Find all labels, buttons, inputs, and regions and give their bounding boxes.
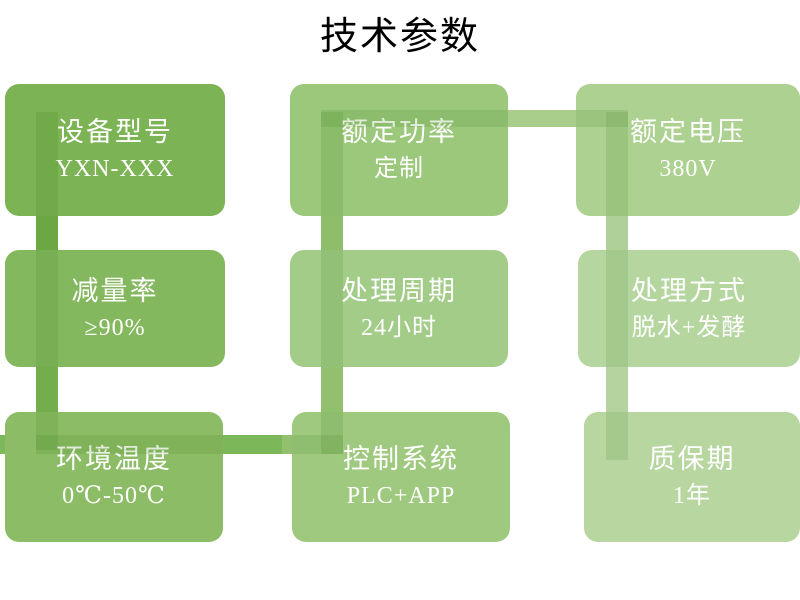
node-label: 环境温度 (56, 444, 172, 474)
node-value: 脱水+发酵 (631, 314, 747, 341)
connector-vertical-col2-row2-row3 (321, 352, 343, 418)
node-value: 24小时 (361, 314, 437, 341)
node-control-system[interactable]: 控制系统 PLC+APP (292, 412, 510, 542)
connector-stub-row3-mid-left (282, 435, 294, 454)
node-label: 处理周期 (341, 275, 457, 306)
node-rated-power[interactable]: 额定功率 定制 (290, 84, 508, 216)
node-label: 处理方式 (631, 275, 747, 306)
node-value: 380V (659, 156, 717, 182)
connector-vertical-col1-row2-row3 (36, 352, 58, 418)
connector-horizontal-row3-col1-col2 (216, 435, 302, 454)
node-value: YXN-XXX (55, 156, 175, 182)
node-value: 0℃-50℃ (62, 483, 166, 509)
node-reduction-rate[interactable]: 减量率 ≥90% (5, 250, 225, 367)
page-title: 技术参数 (319, 16, 480, 58)
node-treatment-cycle[interactable]: 处理周期 24小时 (290, 250, 508, 367)
node-ambient-temperature[interactable]: 环境温度 0℃-50℃ (5, 412, 223, 542)
connector-stub-row3-left (0, 435, 8, 454)
node-label: 控制系统 (343, 444, 459, 474)
node-value: ≥90% (84, 314, 146, 341)
node-warranty-period[interactable]: 质保期 1年 (584, 412, 800, 542)
node-treatment-method[interactable]: 处理方式 脱水+发酵 (578, 250, 800, 367)
node-label: 额定电压 (630, 117, 746, 147)
node-value: 定制 (374, 156, 424, 182)
node-label: 额定功率 (341, 117, 457, 147)
connector-vertical-col3-row2-row3 (606, 352, 628, 418)
connector-horizontal-row1-col2-col3 (500, 110, 584, 127)
node-value: 1年 (673, 483, 711, 509)
node-value: PLC+APP (346, 483, 456, 509)
node-label: 减量率 (71, 275, 159, 306)
node-rated-voltage[interactable]: 额定电压 380V (576, 84, 800, 216)
node-label: 质保期 (648, 444, 736, 474)
node-device-model[interactable]: 设备型号 YXN-XXX (5, 84, 225, 216)
node-label: 设备型号 (57, 117, 173, 147)
